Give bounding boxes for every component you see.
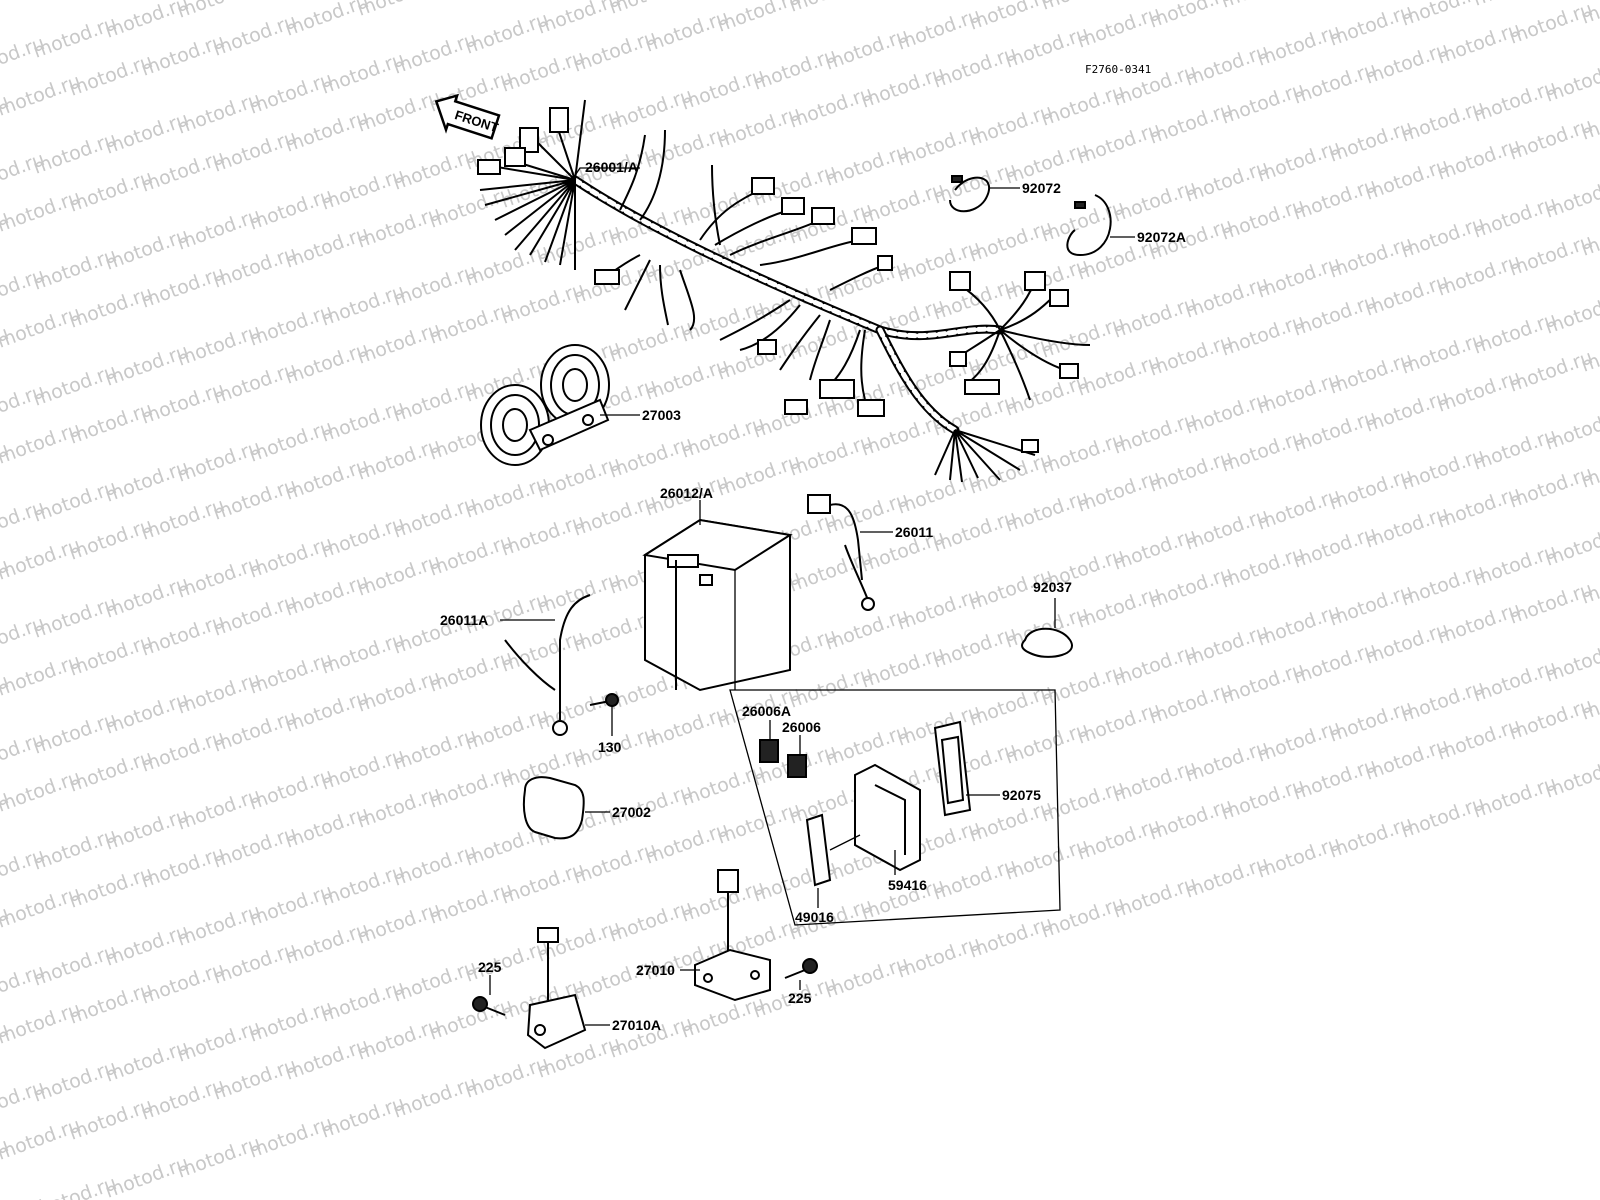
connector: [877, 255, 893, 271]
label-27002: 27002: [612, 804, 651, 820]
watermark-text: motod.ru: [102, 1152, 191, 1200]
connector: [851, 227, 877, 245]
label-92037: 92037: [1033, 579, 1072, 595]
label-27010A: 27010A: [612, 1017, 661, 1033]
label-27010: 27010: [636, 962, 675, 978]
watermark-text: motod.ru: [0, 0, 84, 5]
connector: [949, 271, 971, 291]
regulator-box: 26006A 26006 59416 92075 49016: [729, 689, 1061, 926]
label-92072: 92072: [1022, 180, 1061, 196]
connector: [594, 269, 620, 285]
cable-26011: 26011: [807, 494, 933, 611]
label-26001A: 26001/A: [585, 159, 638, 175]
label-26006: 26006: [782, 719, 821, 735]
bolt-130: 130: [589, 693, 622, 755]
battery: 26012/A: [642, 485, 793, 692]
watermark-text: motod.ru: [1398, 0, 1487, 31]
label-92072A: 92072A: [1137, 229, 1186, 245]
band-92072: 92072: [949, 175, 1061, 213]
label-92075: 92075: [1002, 787, 1041, 803]
connector: [784, 399, 808, 415]
label-225-left: 225: [478, 959, 502, 975]
watermark-text: motod.ru: [1470, 0, 1559, 11]
connector: [504, 147, 526, 167]
connector: [857, 399, 885, 417]
label-26006A: 26006A: [742, 703, 791, 719]
connector: [949, 351, 967, 367]
connector: [1024, 271, 1046, 291]
relay-27002: 27002: [522, 776, 651, 840]
watermark-text: motod.ru: [354, 0, 443, 21]
connector: [751, 177, 775, 195]
band-92072A: 92072A: [1066, 194, 1186, 257]
wiring-harness: 26001/A: [477, 99, 1091, 483]
label-26012A: 26012/A: [660, 485, 713, 501]
connector: [811, 207, 835, 225]
watermark-text: motod.ru: [246, 0, 335, 3]
connector: [477, 159, 501, 175]
clamp-92037: 92037: [1021, 579, 1073, 658]
connector: [1059, 363, 1079, 379]
label-225-right: 225: [788, 990, 812, 1006]
horn-assembly: 27003: [480, 344, 681, 466]
label-59416: 59416: [888, 877, 927, 893]
watermark-text: motod.ru: [426, 0, 515, 1]
connector: [819, 379, 855, 399]
connector: [964, 379, 1000, 395]
connector: [1049, 289, 1069, 307]
watermark-text: motod.ru: [1218, 0, 1307, 13]
watermark-text: motod.ru: [1578, 0, 1600, 29]
label-27003: 27003: [642, 407, 681, 423]
label-130: 130: [598, 739, 622, 755]
connector: [1021, 439, 1039, 453]
bolt-225-left: 225: [472, 959, 506, 1016]
connector: [757, 339, 777, 355]
watermark-text: motod.ru: [1038, 0, 1127, 15]
connector: [781, 197, 805, 215]
label-49016: 49016: [795, 909, 834, 925]
watermark-text: motod.ru: [606, 0, 695, 19]
switch-27010A: 27010A: [526, 927, 661, 1050]
watermark-text: motod.ru: [174, 0, 263, 23]
label-26011: 26011: [895, 524, 933, 540]
label-26011A: 26011A: [440, 612, 488, 628]
watermark-text: motod.ru: [786, 0, 875, 17]
bolt-225-right: 225: [784, 958, 818, 1006]
connector: [549, 107, 569, 133]
connector: [519, 127, 539, 153]
drawing-code: F2760-0341: [1085, 63, 1151, 76]
cable-26011A: 26011A: [440, 594, 591, 736]
switch-27010: 27010: [636, 869, 771, 1002]
